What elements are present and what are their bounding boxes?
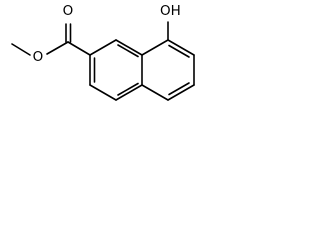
ring-bond bbox=[89, 84, 117, 101]
ring-bond bbox=[141, 39, 169, 56]
ring-bond bbox=[115, 39, 143, 56]
ring-bond bbox=[117, 44, 139, 58]
hydroxyl-group: OH bbox=[160, 3, 181, 41]
ring-bond bbox=[168, 44, 190, 58]
carbonyl-ring-bond bbox=[67, 41, 91, 56]
ring-bond bbox=[89, 39, 117, 56]
structure-diagram: O O OH bbox=[11, 3, 195, 101]
ring-bond bbox=[167, 84, 195, 101]
naphthalene-rings bbox=[89, 39, 195, 101]
carbonyl-oxygen-label: O bbox=[63, 3, 74, 19]
hydroxyl-label: OH bbox=[160, 3, 181, 19]
ester-oxygen-label: O bbox=[33, 49, 44, 65]
ring-bond bbox=[115, 84, 143, 101]
ring-bond bbox=[117, 82, 139, 96]
ring-bond bbox=[168, 82, 190, 96]
ester-o-bond bbox=[46, 41, 69, 55]
ring-bond bbox=[141, 84, 169, 101]
ester-group: O O bbox=[11, 3, 91, 65]
methyl-bond bbox=[11, 43, 31, 56]
ring-bond bbox=[167, 39, 195, 56]
